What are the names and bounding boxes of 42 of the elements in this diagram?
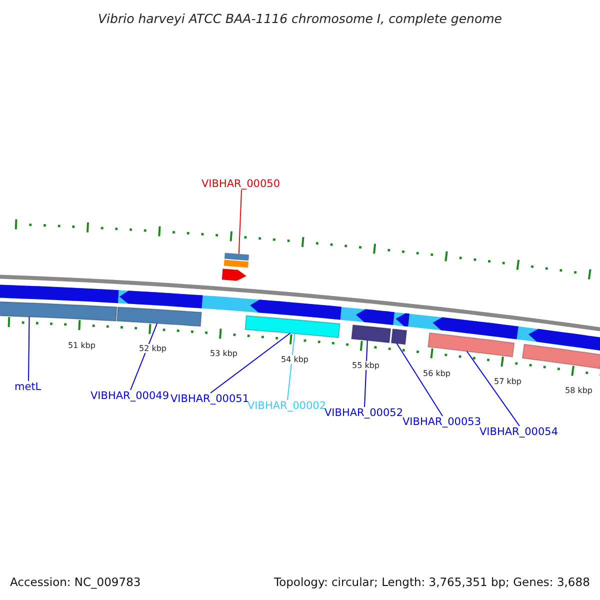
gene-bar — [116, 306, 202, 327]
leader-line — [364, 340, 368, 408]
coding-region — [0, 284, 119, 304]
accession-text: Accession: NC_009783 — [10, 575, 141, 589]
title: Vibrio harveyi ATCC BAA-1116 chromosome I, complete genome — [98, 10, 502, 26]
scale-label: 58 kbp — [564, 386, 594, 396]
gene-feature-drawing — [222, 252, 249, 281]
leader-line — [28, 316, 30, 382]
coding-region — [396, 313, 410, 327]
coding-region — [356, 309, 394, 325]
scale-label: 51 kbp — [67, 340, 97, 350]
gene-bar — [244, 315, 340, 338]
gene-bar — [0, 301, 118, 322]
scale-label: 53 kbp — [209, 349, 239, 358]
leader-line — [466, 350, 520, 426]
gene-label: metL — [14, 381, 42, 393]
gene-bar — [390, 328, 408, 345]
coding-region — [119, 290, 203, 308]
gene-label: VIBHAR_00051 — [170, 393, 250, 405]
coding-region — [528, 328, 600, 351]
gene-bar — [350, 324, 392, 344]
gene-label: VIBHAR_00052 — [324, 407, 404, 419]
gene-bar — [427, 332, 515, 358]
scale-label: 54 kbp — [280, 354, 310, 364]
gene-label: VIBHAR_00054 — [480, 426, 558, 438]
gene-label: VIBHAR_00050 — [202, 178, 280, 190]
gene-label: VIBHAR_00002 — [248, 400, 326, 412]
scale-label: 56 kbp — [422, 368, 452, 378]
leader-line — [287, 333, 296, 400]
coding-region — [250, 300, 342, 320]
gene-label: VIBHAR_00049 — [90, 390, 170, 402]
leader-line — [130, 322, 158, 390]
gene-label: VIBHAR_00053 — [402, 416, 482, 428]
coding-region — [432, 317, 518, 340]
scale-label: 57 kbp — [493, 377, 523, 386]
scale-label: 55 kbp — [351, 361, 381, 370]
leader-line — [238, 190, 242, 254]
genome-summary-text: Topology: circular; Length: 3,765,351 bp; Genes: 3,688 — [274, 575, 590, 589]
gene-bar — [522, 344, 600, 370]
leader-line — [210, 332, 291, 394]
leader-line — [396, 343, 443, 416]
scale-label: 52 kbp — [138, 344, 168, 354]
